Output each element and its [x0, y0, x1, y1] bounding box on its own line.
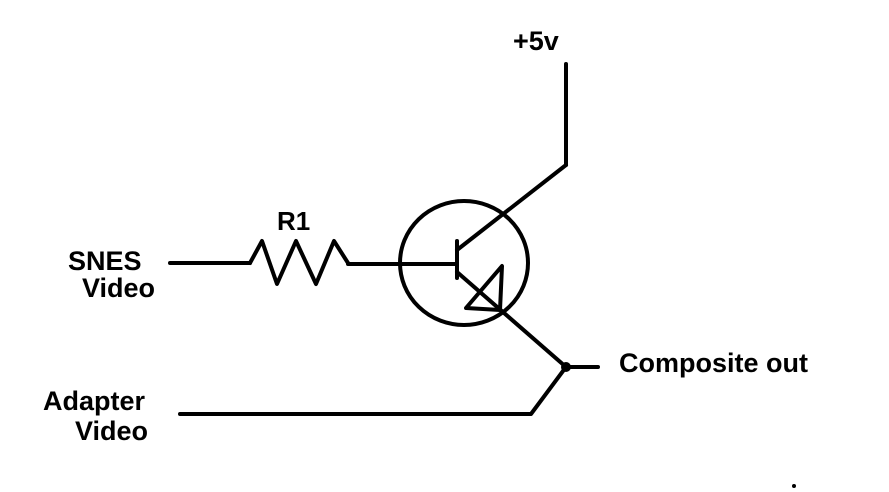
resistor-label: R1: [277, 206, 311, 236]
transistor-body: [398, 199, 530, 327]
junction-dot: [561, 362, 571, 372]
stray-dot: [792, 484, 796, 488]
collector-lead: [455, 163, 568, 252]
emitter-arrow: [464, 264, 504, 312]
resistor-r1: [248, 239, 350, 286]
emitter-lead: [455, 270, 568, 369]
adapter-label-line1: Adapter: [43, 386, 146, 416]
adapter-label-line2: Video: [75, 416, 149, 446]
output-label: Composite out: [619, 348, 808, 378]
snes-label-line1: SNES: [68, 246, 142, 276]
snes-label-line2: Video: [82, 273, 156, 303]
supply-label: +5v: [513, 26, 559, 56]
adapter-wire: [178, 365, 568, 416]
